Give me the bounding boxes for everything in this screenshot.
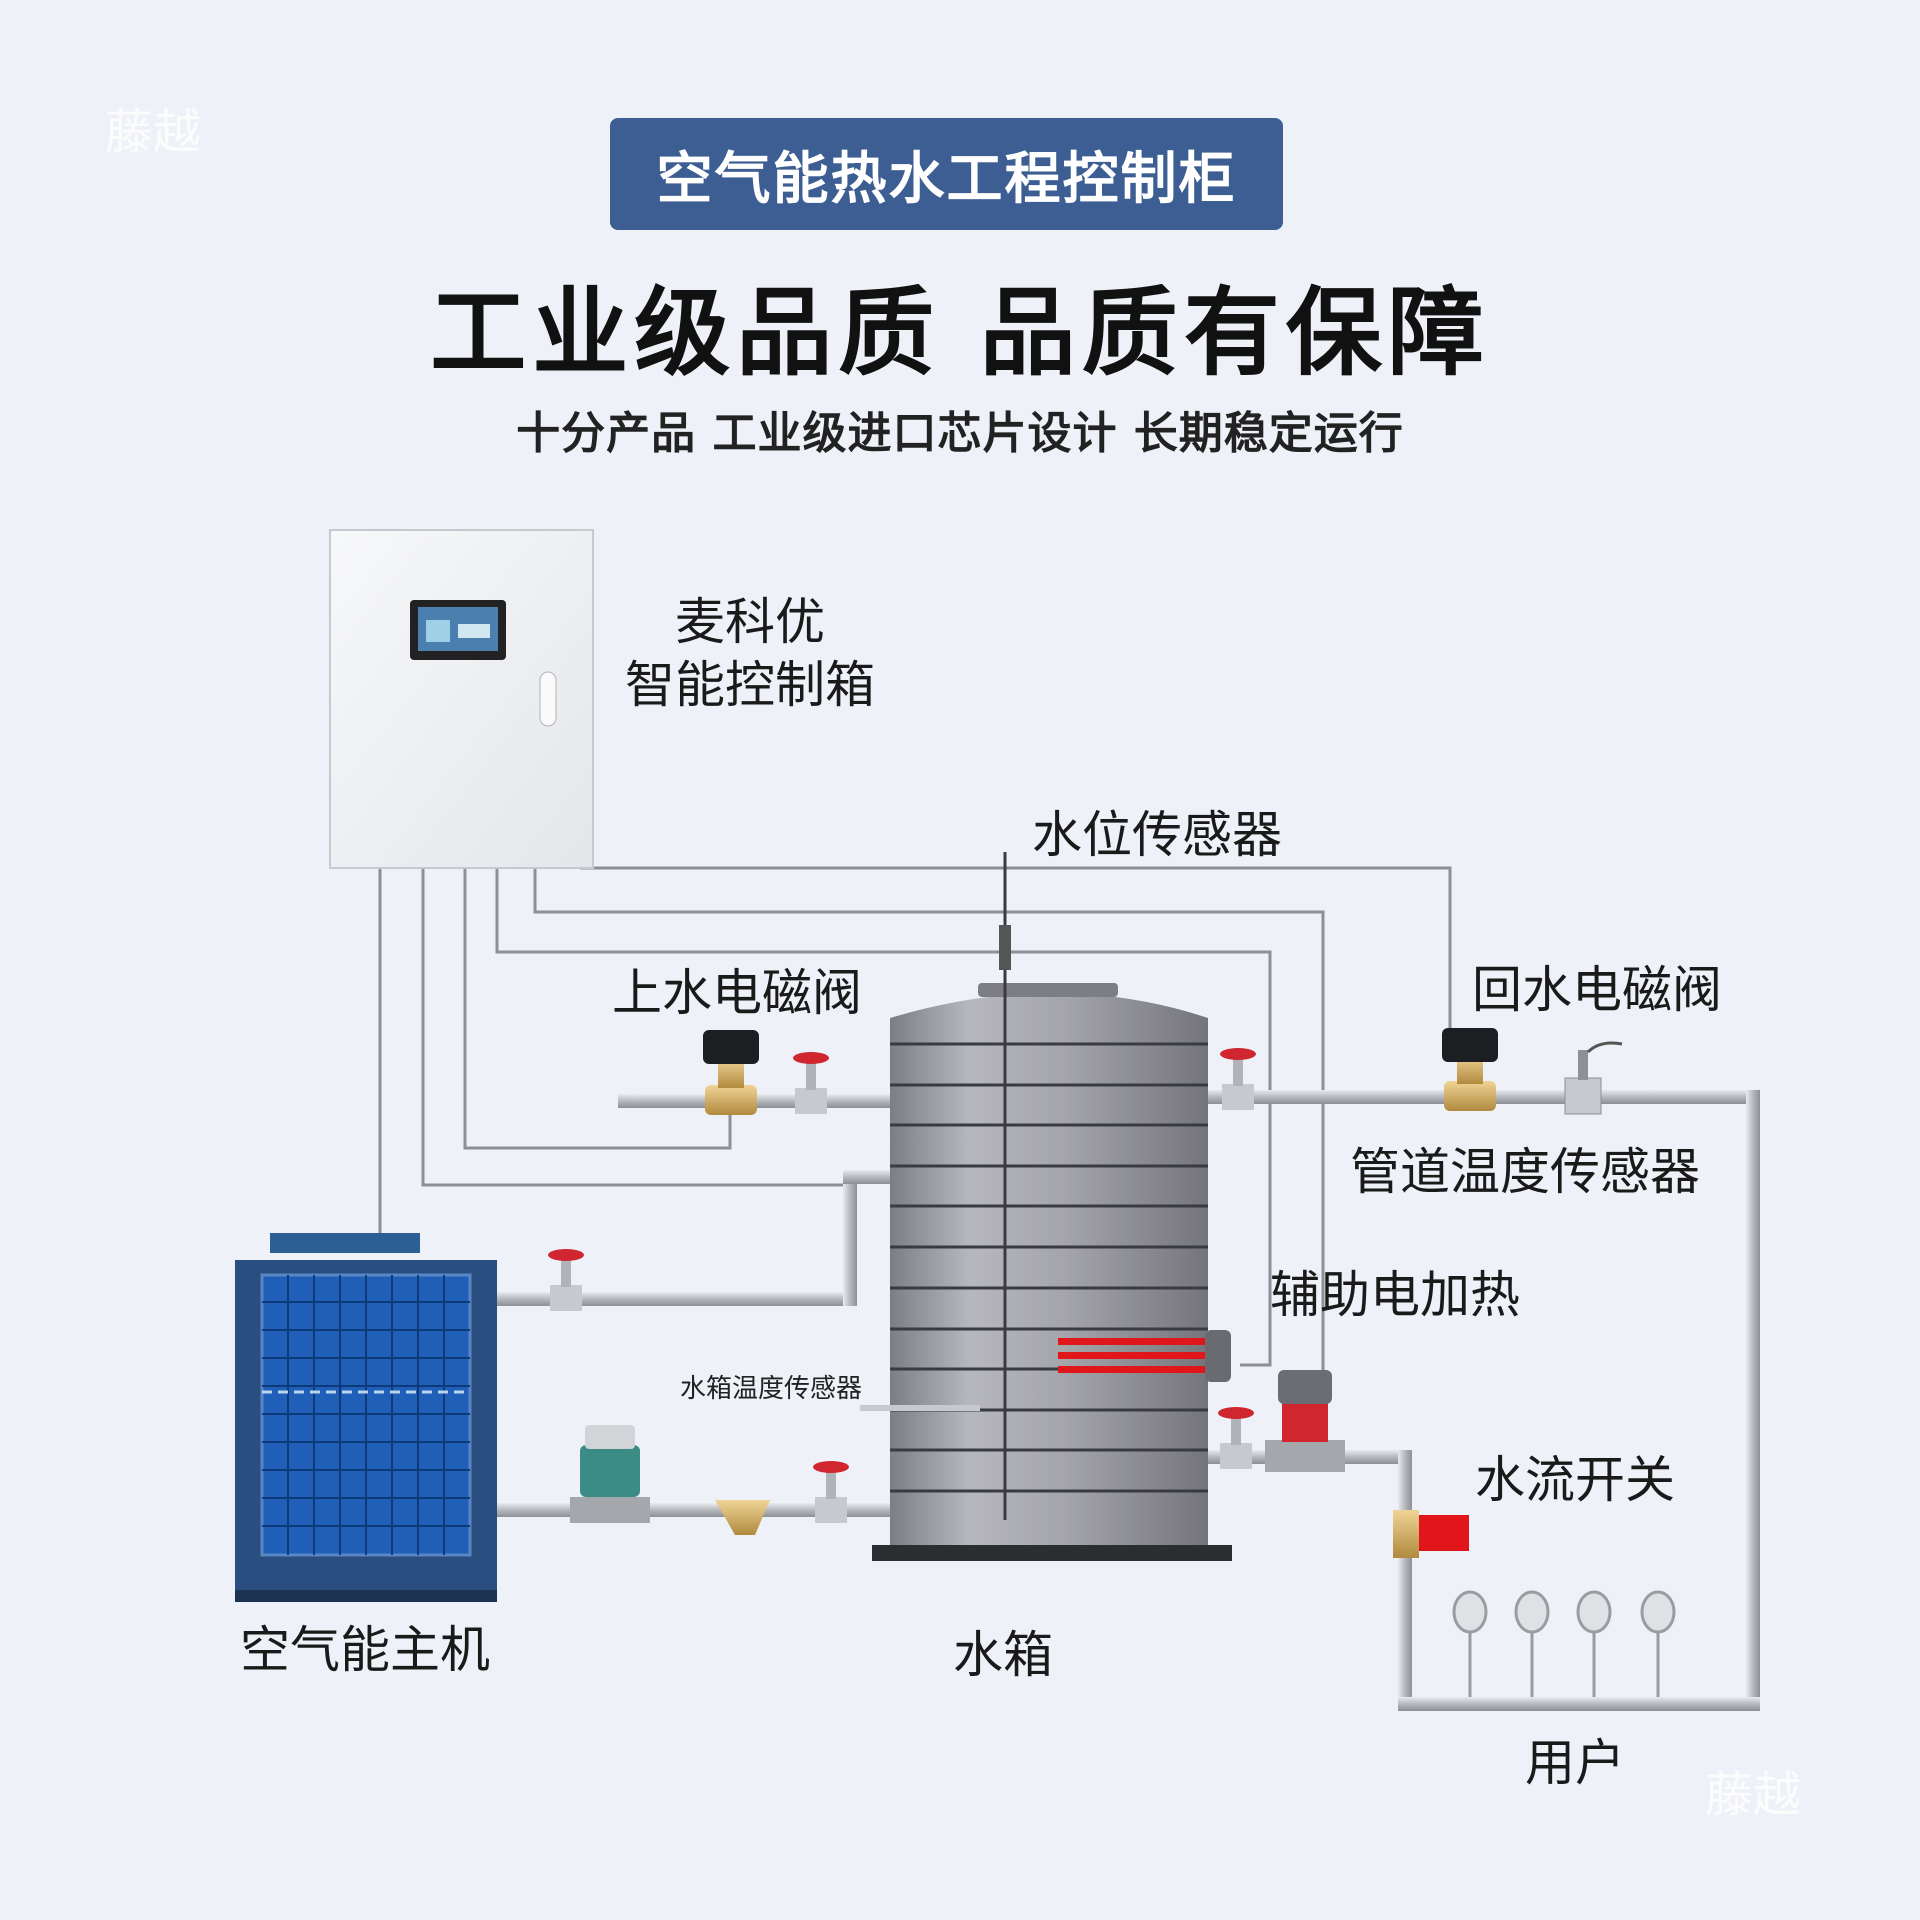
headline: 工业级品质 品质有保障	[430, 277, 1490, 389]
heatpump-lower-hand-valve	[813, 1461, 849, 1523]
user-fixtures	[1452, 1590, 1676, 1697]
control-box-label-line1: 麦科优	[675, 593, 825, 651]
heat-pump-label: 空气能主机	[240, 1621, 490, 1679]
aux-heater-element	[1058, 1330, 1231, 1382]
pipe-temp-sensor-label: 管道温度传感器	[1350, 1143, 1700, 1201]
water-tank-label: 水箱	[953, 1626, 1053, 1684]
users-label: 用户	[1525, 1734, 1625, 1792]
water-tank	[860, 852, 1232, 1561]
control-wires	[378, 866, 1452, 1370]
circulation-pump-left	[570, 1425, 650, 1523]
circulation-pump-right	[1265, 1370, 1345, 1472]
title-banner: 空气能热水工程控制柜	[610, 118, 1283, 230]
return-hand-valve	[1220, 1048, 1256, 1110]
heat-pump	[235, 1233, 497, 1602]
y-strainer	[715, 1500, 770, 1535]
tank-temp-sensor-label: 水箱温度传感器	[680, 1374, 863, 1404]
inlet-solenoid-valve	[703, 1030, 759, 1115]
flow-switch-label: 水流开关	[1475, 1451, 1675, 1509]
water-level-sensor-label: 水位传感器	[1032, 806, 1282, 864]
subheadline: 十分产品 工业级进口芯片设计 长期稳定运行	[516, 408, 1404, 459]
control-box	[329, 529, 594, 869]
return-solenoid-valve	[1442, 1028, 1498, 1111]
inlet-solenoid-valve-label: 上水电磁阀	[612, 964, 862, 1022]
banner-title: 空气能热水工程控制柜	[656, 146, 1237, 212]
watermark-bottom: 藤越	[1705, 1767, 1802, 1823]
flow-switch	[1393, 1510, 1469, 1558]
aux-heater-label: 辅助电加热	[1270, 1266, 1520, 1324]
control-box-label-line2: 智能控制箱	[625, 656, 875, 714]
watermark-top: 藤越	[105, 104, 202, 160]
inlet-hand-valve	[793, 1052, 829, 1114]
return-solenoid-valve-label: 回水电磁阀	[1472, 961, 1722, 1019]
heatpump-upper-hand-valve	[548, 1249, 584, 1311]
outlet-hand-valve	[1218, 1407, 1254, 1469]
pipe-temp-sensor	[1564, 1041, 1623, 1115]
